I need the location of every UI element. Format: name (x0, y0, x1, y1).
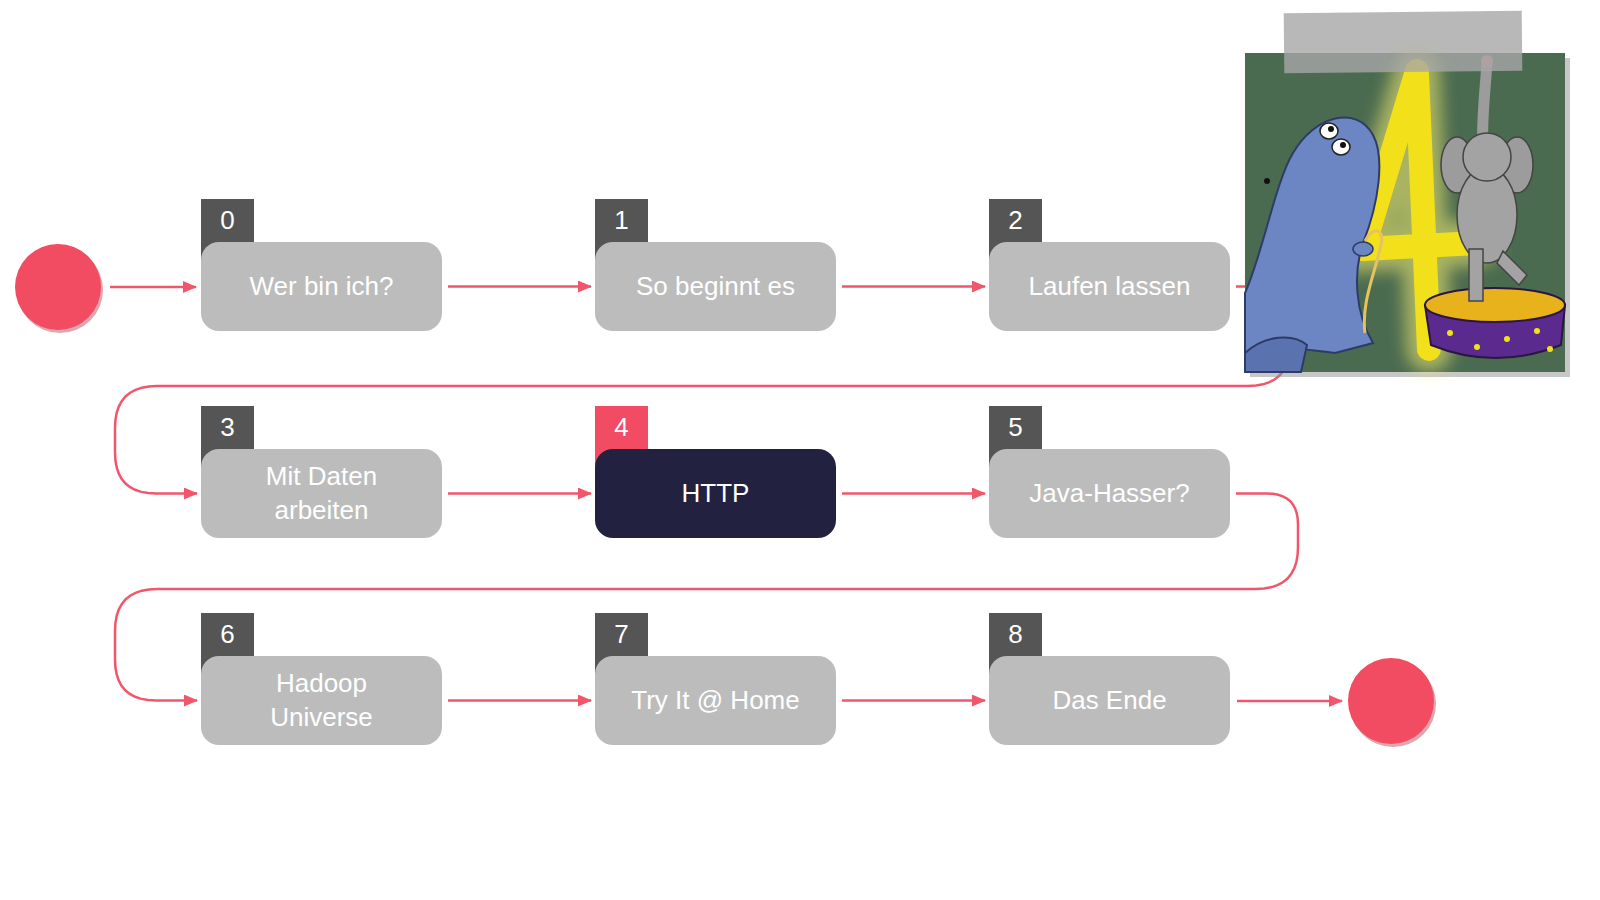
process-box: 2Laufen lassen (989, 242, 1230, 331)
process-box: 8Das Ende (989, 656, 1230, 745)
photo-ground (1245, 53, 1565, 372)
star (1447, 330, 1453, 336)
start-circle (15, 244, 101, 330)
box-body: Wer bin ich? (201, 242, 442, 331)
star (1504, 336, 1510, 342)
step-number: 6 (201, 613, 254, 655)
step-number: 7 (595, 613, 648, 655)
step-label: Try It @ Home (631, 684, 799, 718)
elephant-leg (1469, 249, 1483, 301)
illustration (1245, 53, 1570, 377)
step-number: 2 (989, 199, 1042, 241)
whale-pupil (1328, 126, 1334, 132)
step-label: Das Ende (1052, 684, 1166, 718)
whale-body (1245, 117, 1379, 353)
step-number: 4 (595, 406, 648, 448)
star (1474, 344, 1480, 350)
step-number: 3 (201, 406, 254, 448)
flow-arrow (842, 285, 985, 288)
step-label: Hadoop Universe (222, 667, 422, 735)
step-label: Wer bin ich? (249, 270, 393, 304)
whale-fin (1353, 242, 1373, 256)
end-arrow (1237, 700, 1342, 703)
box-body: Das Ende (989, 656, 1230, 745)
box-body: So beginnt es (595, 242, 836, 331)
step-label: So beginnt es (636, 270, 795, 304)
step-number: 0 (201, 199, 254, 241)
process-box: 5Java-Hasser? (989, 449, 1230, 538)
step-number: 1 (595, 199, 648, 241)
box-body: Hadoop Universe (201, 656, 442, 745)
flow-arrow (448, 492, 591, 495)
box-body: Mit Daten arbeiten (201, 449, 442, 538)
whale-tail (1245, 337, 1307, 372)
flow-arrow (842, 492, 985, 495)
process-box: 6Hadoop Universe (201, 656, 442, 745)
whale-eye (1320, 123, 1338, 139)
flow-arrow (448, 699, 591, 702)
whale-pupil (1340, 142, 1346, 148)
step-label: HTTP (682, 477, 750, 511)
step-label: Laufen lassen (1029, 270, 1191, 304)
flow-arrow (842, 699, 985, 702)
process-box: 4HTTP (595, 449, 836, 538)
drum-top (1425, 288, 1565, 322)
step-number: 8 (989, 613, 1042, 655)
start-arrow (110, 286, 196, 289)
whale-eye (1332, 139, 1350, 155)
step-label: Java-Hasser? (1029, 477, 1189, 511)
star (1534, 328, 1540, 334)
box-body: Laufen lassen (989, 242, 1230, 331)
elephant-leg (1497, 251, 1527, 285)
box-body: HTTP (595, 449, 836, 538)
box-body: Try It @ Home (595, 656, 836, 745)
elephant-head (1463, 133, 1511, 181)
box-body: Java-Hasser? (989, 449, 1230, 538)
end-circle (1348, 658, 1434, 744)
whale-eye-side (1264, 178, 1270, 184)
star (1547, 346, 1553, 352)
tape (1284, 11, 1523, 73)
process-box: 1So beginnt es (595, 242, 836, 331)
flow-arrow (448, 285, 591, 288)
step-label: Mit Daten arbeiten (222, 460, 422, 528)
process-box: 3Mit Daten arbeiten (201, 449, 442, 538)
process-box: 7Try It @ Home (595, 656, 836, 745)
process-box: 0Wer bin ich? (201, 242, 442, 331)
step-number: 5 (989, 406, 1042, 448)
